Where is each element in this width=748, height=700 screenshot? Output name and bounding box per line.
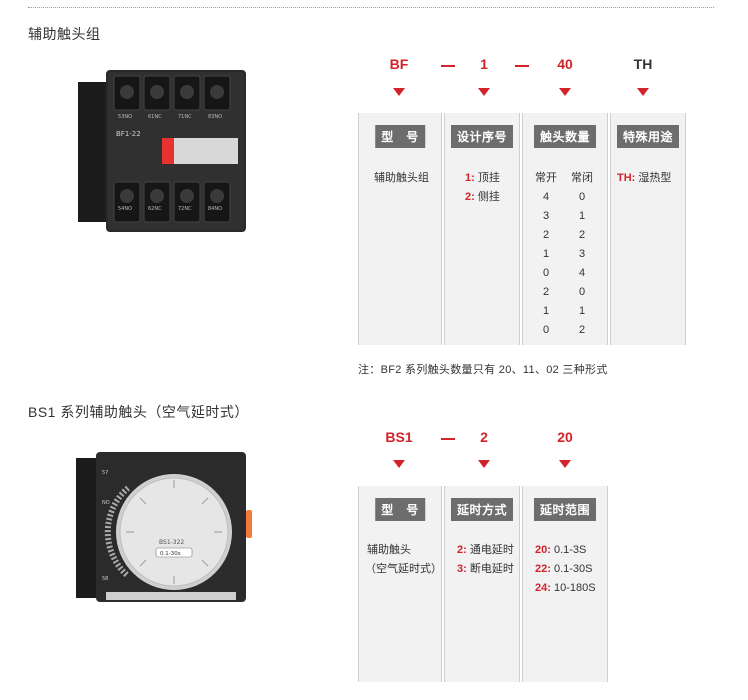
dial-model-label: BS1-322 <box>159 539 184 546</box>
terminal-label: 54NO <box>118 206 132 212</box>
type-description-sub: （空气延时式） <box>365 563 442 575</box>
footnote: 注：BF2 系列触头数量只有 20、11、02 三种形式 <box>358 364 608 376</box>
column-header: 特殊用途 <box>616 125 680 148</box>
normally-closed-count: 4 <box>578 267 586 279</box>
column-header: 型 号 <box>375 498 425 521</box>
code-contact-count: 40 <box>557 56 573 72</box>
column-design-number: 设计序号 1: 顶挂 2: 侧挂 <box>444 113 520 345</box>
down-arrow-icon <box>478 460 490 468</box>
down-arrow-icon <box>478 88 490 96</box>
auxiliary-contact-block-image: 53NO 61NC 71NC 83NO 54NO 62NC 72NC 84NO … <box>78 70 246 232</box>
normally-open-count: 3 <box>542 210 550 222</box>
terminal-label: 53NO <box>118 114 132 120</box>
terminal-label: 71NC <box>178 114 192 120</box>
column-header: 延时范围 <box>533 498 597 521</box>
terminal-label: 72NC <box>178 206 192 212</box>
code-design-number: 1 <box>480 56 488 72</box>
normally-closed-count: 3 <box>578 248 586 260</box>
terminal-label: 61NC <box>148 114 162 120</box>
normally-open-count: 2 <box>542 286 550 298</box>
code-delay-mode: 2 <box>480 429 488 445</box>
column-delay-range: 延时范围 20: 0.1-3S 22: 0.1-30S 24: 10-180S <box>522 486 608 682</box>
code-prefix: BS1 <box>385 429 413 445</box>
normally-open-count: 1 <box>542 305 550 317</box>
normally-closed-count: 0 <box>578 286 586 298</box>
svg-text:NO: NO <box>102 500 110 506</box>
normally-closed-count: 2 <box>578 324 586 336</box>
down-arrow-icon <box>559 460 571 468</box>
delay-range-option: 24: 10-180S <box>535 582 596 594</box>
delay-range-option: 22: 0.1-30S <box>535 563 593 575</box>
delay-range-option: 20: 0.1-3S <box>535 544 587 556</box>
type-description: 辅助触头 <box>367 544 411 556</box>
normally-open-count: 1 <box>542 248 550 260</box>
code-special-use: TH <box>633 56 653 72</box>
down-arrow-icon <box>393 460 405 468</box>
delay-mode-option: 2: 通电延时 <box>457 544 514 556</box>
code-prefix: BF <box>389 56 409 72</box>
down-arrow-icon <box>393 88 405 96</box>
column-type: 型 号 辅助触头组 <box>358 113 442 345</box>
down-arrow-icon <box>559 88 571 96</box>
normally-closed-count: 1 <box>578 305 586 317</box>
table-header-row: 常开 常闭 <box>528 169 600 188</box>
type-description: 辅助触头组 <box>374 172 429 184</box>
normally-open-count: 2 <box>542 229 550 241</box>
dial-range-label: 0.1-30s <box>160 551 181 557</box>
svg-text:58: 58 <box>102 576 108 582</box>
normally-closed-count: 1 <box>578 210 586 222</box>
code-delay-range: 20 <box>557 429 573 445</box>
code-dash <box>441 438 455 440</box>
terminal-label: 84NO <box>208 206 222 212</box>
down-arrow-icon <box>637 88 649 96</box>
product-model-label: BF1-22 <box>116 130 141 138</box>
section1-title: 辅助触头组 <box>28 26 101 42</box>
design-option: 1: 顶挂 <box>465 172 500 184</box>
air-delay-contact-image: BS1-322 0.1-30s 57 NO 58 <box>76 452 252 602</box>
column-header: 型 号 <box>375 125 425 148</box>
column-type: 型 号 辅助触头 （空气延时式） <box>358 486 442 682</box>
column-label-normally-closed: 常闭 <box>571 172 593 184</box>
column-label-normally-open: 常开 <box>535 172 557 184</box>
column-header: 触头数量 <box>533 125 597 148</box>
column-special-use: 特殊用途 TH: 湿热型 <box>610 113 686 345</box>
code-dash <box>441 65 455 67</box>
design-option: 2: 侧挂 <box>465 191 500 203</box>
normally-open-count: 0 <box>542 324 550 336</box>
section2-title: BS1 系列辅助触头（空气延时式） <box>28 404 249 420</box>
terminal-label: 62NC <box>148 206 162 212</box>
delay-mode-option: 3: 断电延时 <box>457 563 514 575</box>
column-header: 延时方式 <box>450 498 514 521</box>
code-dash <box>515 65 529 67</box>
svg-text:57: 57 <box>102 470 108 476</box>
special-use-option: TH: 湿热型 <box>617 172 672 184</box>
normally-open-count: 0 <box>542 267 550 279</box>
terminal-label: 83NO <box>208 114 222 120</box>
top-divider <box>28 7 714 8</box>
normally-closed-count: 0 <box>578 191 586 203</box>
normally-open-count: 4 <box>542 191 550 203</box>
column-header: 设计序号 <box>450 125 514 148</box>
column-delay-mode: 延时方式 2: 通电延时 3: 断电延时 <box>444 486 520 682</box>
normally-closed-count: 2 <box>578 229 586 241</box>
